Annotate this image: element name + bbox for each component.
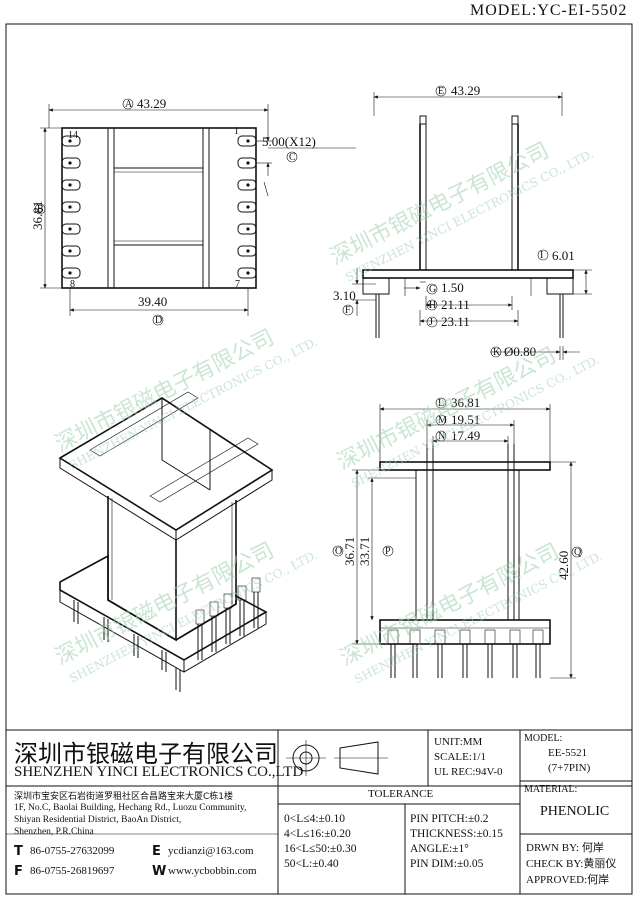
address-en-line-3: Shenzhen, P.R.China bbox=[14, 827, 94, 837]
top-height-dimension: 36.81 bbox=[30, 201, 45, 230]
address-en-line-1: 1F, No.C, Baolai Building, Hechang Rd., … bbox=[14, 803, 247, 813]
pin-pitch-dimension: 5.00(X12) bbox=[262, 134, 316, 149]
ref-i-label: I bbox=[540, 250, 543, 261]
model-label: MODEL:YC-EI-5502 bbox=[470, 2, 628, 19]
top-width-dimension: 43.29 bbox=[137, 96, 166, 111]
front-top-flange bbox=[379, 461, 551, 471]
email-link[interactable]: ycdianzi@163.com bbox=[168, 845, 254, 857]
address-cn: 深圳市宝安区石岩街道罗租社区合昌路宝来大厦C栋1楼 bbox=[14, 792, 234, 802]
front-view: L 36.81 M 19.51 N 17.49 36.71 O 33.71 P … bbox=[332, 395, 583, 679]
angle-tolerance: ANGLE:±1° bbox=[410, 843, 469, 855]
fax-number: 86-0755-26819697 bbox=[30, 865, 115, 877]
side-width-dimension: 43.29 bbox=[451, 83, 480, 98]
ref-b-label: B bbox=[37, 204, 44, 215]
tel-number: 86-0755-27632099 bbox=[30, 845, 115, 857]
watermark-en-4: SHENZHEN YINCI ELECTRONICS CO., LTD. bbox=[67, 548, 320, 686]
tolerance-header: TOLERANCE bbox=[368, 788, 434, 800]
ref-j-label: J bbox=[429, 317, 433, 328]
watermarks: 深圳市银磁电子有限公司 SHENZHEN YINCI ELECTRONICS C… bbox=[51, 138, 604, 686]
address-en-line-2: Shiyan Residential District, BaoAn Distr… bbox=[14, 815, 182, 825]
pin-7-label: 7 bbox=[235, 279, 240, 290]
isometric-view bbox=[58, 391, 274, 692]
pin-pitch-tolerance: PIN PITCH:±0.2 bbox=[410, 813, 489, 825]
watermark-cn-1: 深圳市银磁电子有限公司 bbox=[326, 138, 553, 270]
projection-symbol-cone bbox=[339, 741, 379, 775]
pin-8-label: 8 bbox=[70, 279, 75, 290]
web-link[interactable]: www.ycbobbin.com bbox=[168, 865, 257, 877]
drawing-frame bbox=[5, 23, 633, 895]
ref-g-label: G bbox=[429, 284, 436, 295]
email-icon: E bbox=[152, 844, 161, 859]
fax-icon: F bbox=[14, 864, 23, 879]
ref-o-label: O bbox=[335, 546, 342, 557]
core-outer-dimension: 19.51 bbox=[451, 412, 480, 427]
bottom-width-dimension: 39.40 bbox=[138, 294, 167, 309]
front-top-width-dimension: 36.81 bbox=[451, 395, 480, 410]
iso-pins bbox=[73, 577, 261, 692]
model-pins: (7+7PIN) bbox=[548, 762, 591, 774]
unit-label: UNIT:MM bbox=[434, 736, 483, 748]
ref-l-label: L bbox=[438, 398, 444, 409]
wall-thickness-dimension: 1.50 bbox=[441, 280, 464, 295]
ref-q-label: Q bbox=[574, 547, 582, 558]
tolerance-row-1: 0<L≤4:±0.10 bbox=[284, 813, 345, 825]
drawn-by: DRWN BY: 何岸 bbox=[526, 842, 604, 854]
ref-h-label: H bbox=[429, 300, 436, 311]
pin-dim-tolerance: PIN DIM:±0.05 bbox=[410, 858, 484, 870]
watermark-cn-2: 深圳市银磁电子有限公司 bbox=[51, 325, 278, 457]
pin-diameter-dimension: Ø0.80 bbox=[504, 344, 536, 359]
front-pins bbox=[387, 629, 544, 678]
material-value: PHENOLIC bbox=[540, 804, 610, 819]
tel-icon: T bbox=[14, 844, 23, 859]
outer-width-dimension: 23.11 bbox=[441, 314, 470, 329]
pin-1-label: 1 bbox=[234, 126, 239, 137]
ref-f-label: F bbox=[345, 305, 351, 316]
ref-e-label: E bbox=[438, 86, 444, 97]
tolerance-row-4: 50<L:±0.40 bbox=[284, 858, 339, 870]
ref-n-label: N bbox=[438, 431, 445, 442]
top-view-flange-outline bbox=[61, 127, 257, 289]
approved-by: APPROVED:何岸 bbox=[526, 874, 610, 886]
watermark-en-2: SHENZHEN YINCI ELECTRONICS CO., LTD. bbox=[67, 335, 320, 473]
top-view: 14 1 8 7 A 43.29 36.81 B 5.00(X12) C 39.… bbox=[30, 96, 356, 326]
model-header: MODEL: bbox=[524, 733, 563, 744]
ref-m-label: M bbox=[438, 415, 447, 426]
title-block-grid bbox=[6, 729, 632, 894]
pin-14-label: 14 bbox=[68, 130, 78, 141]
material-header: MATERIAL: bbox=[524, 784, 578, 795]
top-view-left-pins bbox=[61, 135, 81, 279]
watermark-en-5: SHENZHEN YINCI ELECTRONICS CO., LTD. bbox=[352, 549, 605, 687]
ref-a-label: A bbox=[125, 99, 133, 110]
web-icon: W bbox=[152, 864, 167, 879]
tolerance-row-2: 4<L≤16:±0.20 bbox=[284, 828, 351, 840]
side-view: E 43.29 I 6.01 G 1.50 H 21.11 J 23.11 3.… bbox=[333, 83, 592, 360]
tolerance-row-3: 16<L≤50:±0.30 bbox=[284, 843, 357, 855]
front-total-height-dimension: 42.60 bbox=[556, 551, 571, 580]
iso-bottom-flange bbox=[59, 554, 268, 661]
ul-rec-label: UL REC:94V-0 bbox=[434, 766, 503, 778]
thickness-tolerance: THICKNESS:±0.15 bbox=[410, 828, 503, 840]
ref-c-label: C bbox=[289, 152, 296, 163]
core-inner-dimension: 17.49 bbox=[451, 428, 480, 443]
company-name-cn: 深圳市银磁电子有限公司 bbox=[14, 740, 278, 768]
checked-by: CHECK BY:黄丽仪 bbox=[526, 858, 617, 870]
ref-k-label: K bbox=[493, 347, 501, 358]
top-view-right-pins bbox=[237, 135, 257, 279]
front-height-2-dimension: 33.71 bbox=[357, 537, 372, 566]
side-view-flange bbox=[362, 269, 574, 279]
scale-label: SCALE:1/1 bbox=[434, 751, 486, 763]
pin-height-dimension: 3.10 bbox=[333, 288, 356, 303]
watermark-en-1: SHENZHEN YINCI ELECTRONICS CO., LTD. bbox=[343, 147, 596, 285]
ref-d-label: D bbox=[155, 315, 162, 326]
inner-width-dimension: 21.11 bbox=[441, 297, 470, 312]
front-height-1-dimension: 36.71 bbox=[342, 537, 357, 566]
ref-p-label: P bbox=[385, 546, 391, 557]
flange-thickness-dimension: 6.01 bbox=[552, 248, 575, 263]
company-name-en: SHENZHEN YINCI ELECTRONICS CO.,LTD bbox=[14, 764, 304, 780]
model-value: EE-5521 bbox=[548, 747, 588, 759]
